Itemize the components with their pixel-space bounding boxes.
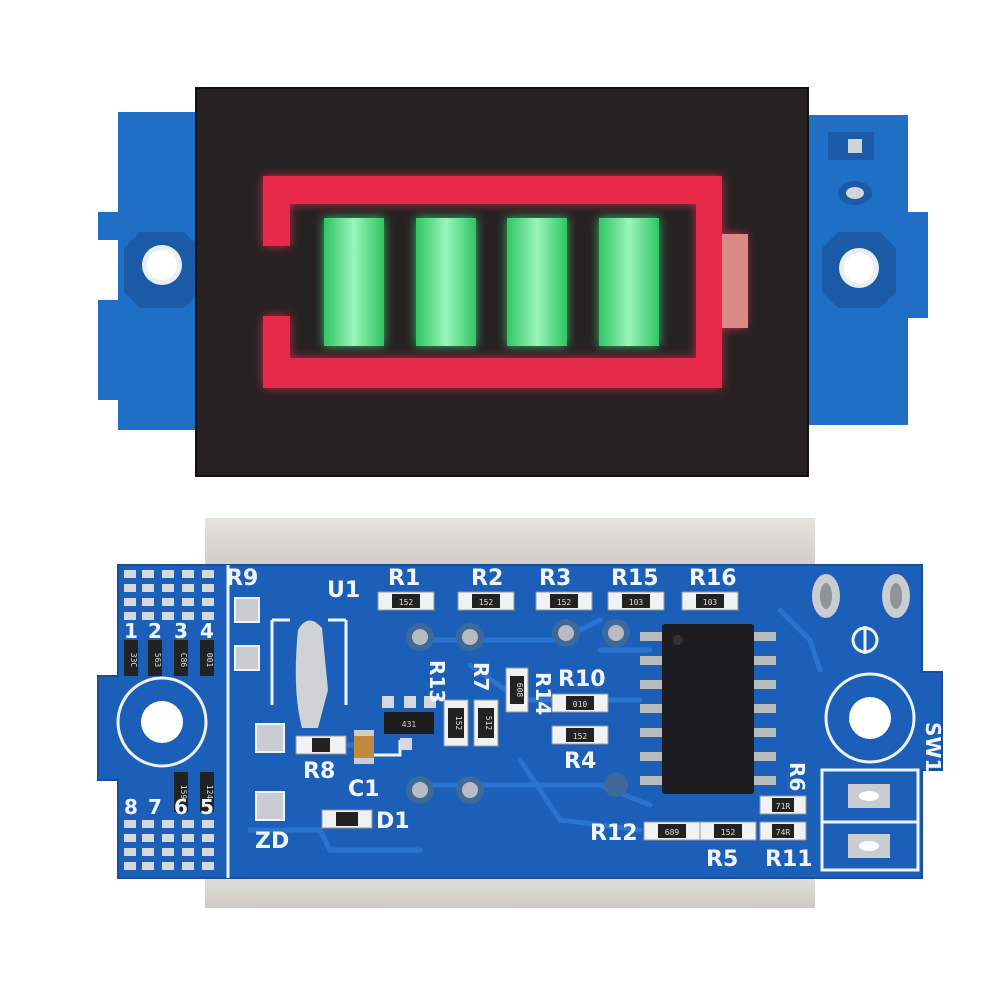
top-view-module (98, 87, 928, 477)
battery-frame (263, 176, 722, 388)
label-r3: R3 (539, 566, 571, 591)
label-r8: R8 (303, 759, 335, 784)
label-zd: ZD (255, 829, 289, 854)
svg-text:159: 159 (179, 785, 188, 800)
label-d1: D1 (376, 809, 410, 834)
svg-text:563: 563 (153, 653, 162, 668)
label-r11: R11 (765, 847, 813, 872)
battery-segments (324, 218, 659, 346)
bottom-right-mount-hole (849, 697, 891, 739)
housing-edge-top (205, 518, 815, 570)
label-r7: R7 (469, 662, 493, 691)
label-r1: R1 (388, 566, 420, 591)
q1-transistor (384, 712, 434, 734)
label-pin-7: 7 (148, 795, 162, 819)
middle-smd-parts: 431 152 512 608 010 152 (295, 667, 609, 829)
label-r9: R9 (226, 566, 258, 591)
label-r14: R14 (531, 672, 555, 715)
label-r13: R13 (425, 660, 449, 703)
right-solder-pads (812, 574, 910, 858)
label-pin-4: 4 (200, 619, 214, 643)
label-pin-8: 8 (124, 795, 138, 819)
svg-text:689: 689 (665, 828, 680, 837)
svg-text:C86: C86 (179, 653, 188, 668)
battery-terminal (722, 234, 748, 328)
svg-text:124: 124 (205, 785, 214, 800)
svg-text:71R: 71R (776, 802, 791, 811)
label-r15: R15 (611, 566, 659, 591)
svg-text:74R: 74R (776, 828, 791, 837)
right-smd-parts: 71R 74R 689 152 (643, 795, 807, 841)
svg-text:010: 010 (573, 700, 588, 709)
label-r16: R16 (689, 566, 737, 591)
label-r2: R2 (471, 566, 503, 591)
svg-text:152: 152 (479, 598, 494, 607)
label-pin-5: 5 (200, 795, 214, 819)
svg-text:001: 001 (205, 653, 214, 668)
label-pin-6: 6 (174, 795, 188, 819)
svg-text:103: 103 (703, 598, 718, 607)
svg-text:152: 152 (557, 598, 572, 607)
left-jumper-pads-top (124, 570, 214, 620)
svg-text:152: 152 (573, 732, 588, 741)
silkscreen-outlines (116, 565, 920, 878)
label-pin-3: 3 (174, 619, 188, 643)
main-ic-chip (640, 624, 776, 794)
battery-segment-1 (324, 218, 384, 346)
u1-sensor (295, 620, 328, 728)
through-hole-pins (406, 619, 630, 804)
battery-segment-3 (507, 218, 567, 346)
label-r10: R10 (558, 667, 606, 692)
svg-text:152: 152 (721, 828, 736, 837)
bottom-left-mount-hole (141, 701, 183, 743)
label-c1: C1 (348, 777, 379, 802)
svg-text:152: 152 (454, 716, 463, 731)
svg-text:512: 512 (484, 716, 493, 731)
label-pin-1: 1 (124, 619, 138, 643)
svg-text:152: 152 (399, 598, 414, 607)
silkscreen-labels: R9 U1 R1 R2 R3 R15 R16 R13 R7 R14 R10 R4… (124, 566, 945, 872)
svg-text:33C: 33C (129, 653, 138, 668)
bottom-view-module: 33C 563 C86 001 159 124 (97, 518, 945, 908)
square-pads (234, 597, 285, 821)
label-sw1: SW1 (921, 722, 945, 772)
resistor-row-top: 152 152 152 103 103 (377, 591, 739, 611)
svg-text:431: 431 (402, 720, 417, 729)
left-resistors-top: 33C 563 C86 001 (124, 640, 214, 676)
label-u1: U1 (327, 578, 360, 603)
svg-text:103: 103 (629, 598, 644, 607)
left-jumper-pads-bottom (124, 820, 214, 870)
label-pin-2: 2 (148, 619, 162, 643)
label-r4: R4 (564, 749, 596, 774)
battery-segment-2 (416, 218, 476, 346)
battery-segment-4 (599, 218, 659, 346)
svg-text:608: 608 (515, 683, 524, 698)
bottom-pcb (98, 565, 942, 878)
label-r12: R12 (590, 821, 638, 846)
left-resistors-bottom: 159 124 (174, 772, 214, 812)
label-r5: R5 (706, 847, 738, 872)
label-r6: R6 (785, 762, 809, 791)
